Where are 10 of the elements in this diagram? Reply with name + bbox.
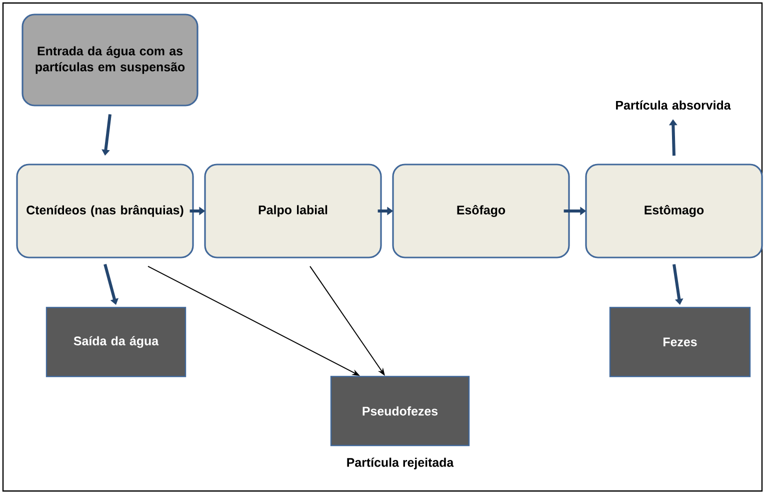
process-box: Entrada da água com as partículas em suspensão	[22, 14, 198, 106]
output-box: Pseudofezes	[330, 376, 470, 446]
output-box: Saída da água	[46, 306, 186, 378]
process-box: Ctenídeos (nas brânquias)	[16, 164, 194, 258]
output-label: Partícula absorvida	[616, 100, 731, 110]
process-box: Palpo labial	[204, 164, 382, 258]
process-box: Esôfago	[392, 164, 570, 258]
node-caption: Partícula rejeitada	[347, 458, 454, 470]
output-box: Fezes	[609, 306, 751, 378]
process-box: Estômago	[585, 164, 763, 258]
